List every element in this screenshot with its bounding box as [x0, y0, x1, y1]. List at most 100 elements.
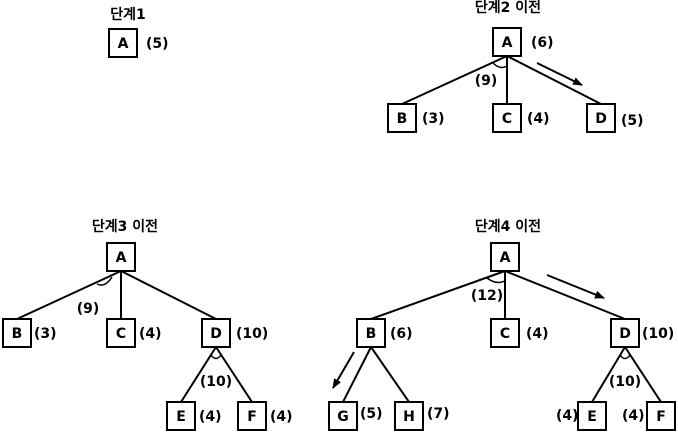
node-label: F [656, 409, 666, 425]
node-label: C [500, 326, 510, 342]
node-box [106, 318, 136, 348]
node-box [201, 318, 231, 348]
and-arc [96, 276, 113, 286]
edge-A-B [16, 270, 122, 320]
node-D: D [610, 318, 640, 348]
node-label: B [366, 326, 377, 342]
node-B: B [356, 318, 386, 348]
node-box [108, 28, 138, 58]
node-label: E [176, 409, 186, 425]
node-value: (6) [531, 35, 554, 51]
edge-D-E [591, 346, 626, 403]
edge-A-D [120, 270, 217, 320]
node-value: (4) [622, 408, 645, 424]
node-label: D [619, 326, 631, 342]
node-C: C [106, 318, 136, 348]
and-cost: (9) [77, 301, 100, 317]
node-value: (3) [34, 326, 57, 342]
and-arc [486, 277, 506, 284]
selected-path-arrow [332, 351, 355, 389]
node-D: D [201, 318, 231, 348]
edge-A-D [506, 55, 602, 105]
panel-step4: 단계4 이전 (12) (10) A B (6) C (4) D [328, 218, 676, 431]
edge-A-D [504, 270, 626, 320]
and-cost: (12) [471, 288, 503, 304]
node-label: A [502, 35, 513, 51]
node-F: F [237, 401, 267, 431]
node-box [490, 242, 520, 272]
node-E: E [166, 401, 196, 431]
node-value: (7) [427, 406, 450, 422]
panel-title: 단계1 [110, 6, 146, 23]
selected-path-arrow [546, 274, 605, 299]
node-value: (4) [527, 111, 550, 127]
node-value: (5) [360, 406, 383, 422]
node-A: A [492, 27, 522, 57]
node-A: A [490, 242, 520, 272]
node-box [237, 401, 267, 431]
node-box [387, 103, 417, 133]
node-label: A [116, 250, 127, 266]
edge-D-F [215, 346, 253, 403]
node-C: C [492, 103, 522, 133]
node-box [106, 242, 136, 272]
node-value: (6) [390, 326, 413, 342]
node-label: A [118, 36, 129, 52]
edge-A-B [401, 55, 508, 105]
node-box [610, 318, 640, 348]
edge-D-E [180, 346, 217, 403]
node-value: (5) [146, 36, 169, 52]
node-value: (5) [621, 113, 644, 129]
node-label: D [595, 111, 607, 127]
node-label: A [500, 250, 511, 266]
node-A: A [106, 242, 136, 272]
node-box [586, 103, 616, 133]
and-cost: (9) [475, 73, 498, 89]
node-B: B [387, 103, 417, 133]
panel-step1: 단계1 A (5) [108, 6, 169, 58]
and-arc [492, 62, 508, 69]
node-A: A [108, 28, 138, 58]
edge-B-H [370, 346, 410, 403]
node-box [492, 103, 522, 133]
node-box [166, 401, 196, 431]
node-G: G [328, 401, 358, 431]
selected-path-arrow [536, 62, 583, 86]
edge-D-F [624, 346, 662, 403]
node-label: B [397, 111, 408, 127]
node-label: H [403, 409, 415, 425]
node-box [328, 401, 358, 431]
node-box [356, 318, 386, 348]
node-C: C [490, 318, 520, 348]
node-value: (10) [642, 326, 674, 342]
node-label: E [587, 409, 597, 425]
node-value: (4) [199, 409, 222, 425]
node-value: (4) [556, 408, 579, 424]
panel-title: 단계2 이전 [475, 0, 541, 16]
and-cost: (10) [609, 374, 641, 390]
node-D: D [586, 103, 616, 133]
and-arc [210, 354, 222, 360]
node-value: (4) [270, 409, 293, 425]
node-H: H [394, 401, 424, 431]
node-B: B [2, 318, 32, 348]
node-value: (3) [422, 111, 445, 127]
panel-title: 단계3 이전 [92, 218, 158, 235]
panel-step3: 단계3 이전 (9) (10) A B (3) C (4) D (10) [2, 218, 293, 431]
and-arc [619, 354, 631, 360]
panel-title: 단계4 이전 [475, 218, 541, 235]
node-label: C [502, 111, 512, 127]
edge-A-B [370, 270, 506, 320]
node-box [490, 318, 520, 348]
node-value: (4) [526, 326, 549, 342]
edge-B-G [342, 346, 372, 403]
node-label: D [210, 326, 222, 342]
node-label: G [337, 409, 349, 425]
node-box [394, 401, 424, 431]
panel-step2: 단계2 이전 (9) A (6) B (3) C (4) D (5) [387, 0, 644, 133]
node-label: C [116, 326, 126, 342]
node-box [577, 401, 607, 431]
and-cost: (10) [200, 374, 232, 390]
node-E: E [577, 401, 607, 431]
